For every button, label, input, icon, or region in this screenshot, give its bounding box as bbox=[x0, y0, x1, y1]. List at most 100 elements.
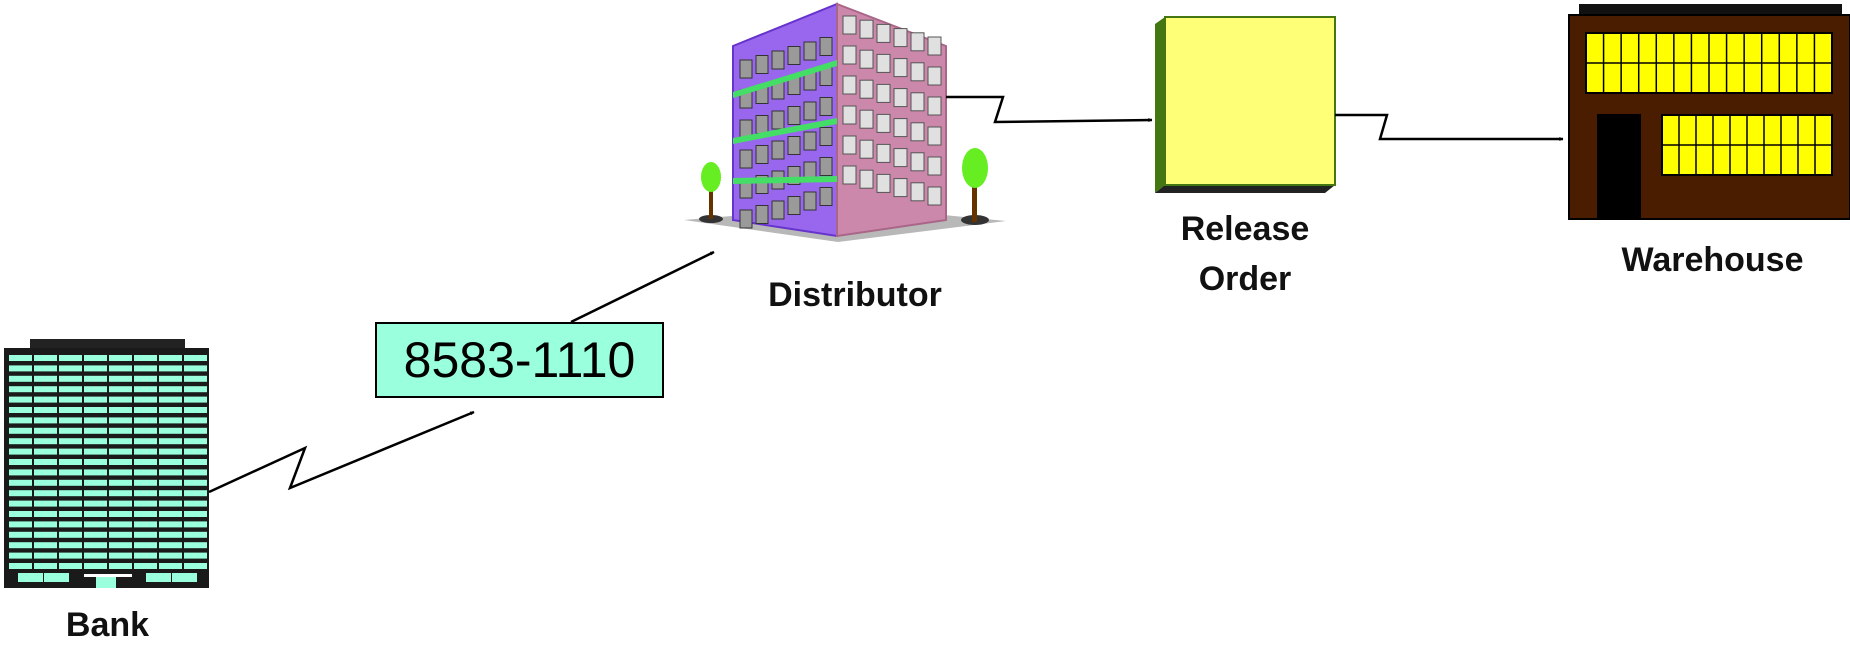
window bbox=[159, 479, 182, 486]
window bbox=[59, 375, 82, 382]
window bbox=[134, 511, 157, 517]
window bbox=[927, 186, 942, 206]
window bbox=[739, 209, 753, 229]
window bbox=[184, 375, 207, 382]
window bbox=[159, 531, 182, 538]
window bbox=[9, 407, 32, 413]
window bbox=[819, 157, 833, 176]
window bbox=[9, 396, 32, 403]
window bbox=[34, 500, 57, 507]
window bbox=[59, 563, 82, 569]
window bbox=[159, 448, 182, 455]
window bbox=[842, 105, 857, 125]
window bbox=[34, 355, 57, 361]
window bbox=[184, 469, 207, 476]
window bbox=[34, 542, 57, 549]
window bbox=[59, 438, 82, 445]
window bbox=[755, 205, 769, 224]
window bbox=[109, 386, 132, 393]
window bbox=[84, 355, 107, 361]
window bbox=[9, 365, 32, 372]
window bbox=[134, 396, 157, 403]
window bbox=[34, 531, 57, 538]
window bbox=[134, 407, 157, 413]
window bbox=[9, 448, 32, 455]
window bbox=[755, 145, 769, 164]
window bbox=[109, 417, 132, 424]
distributor-label: Distributor bbox=[768, 276, 942, 314]
window bbox=[34, 459, 57, 465]
window bbox=[9, 542, 32, 549]
window bbox=[159, 355, 182, 361]
window bbox=[819, 187, 833, 206]
code-box: 8583-1110 bbox=[375, 322, 664, 398]
window bbox=[927, 156, 942, 176]
window bbox=[184, 417, 207, 424]
window bbox=[159, 407, 182, 413]
window bbox=[159, 438, 182, 445]
window bbox=[9, 479, 32, 486]
window bbox=[59, 365, 82, 372]
window bbox=[910, 182, 925, 202]
window bbox=[59, 355, 82, 361]
window bbox=[184, 386, 207, 393]
code-box-text: 8583-1110 bbox=[403, 332, 636, 388]
window bbox=[927, 66, 942, 86]
window bbox=[34, 479, 57, 486]
window bbox=[159, 386, 182, 393]
window bbox=[910, 92, 925, 112]
window bbox=[59, 531, 82, 538]
window bbox=[109, 479, 132, 486]
window bbox=[59, 448, 82, 455]
window bbox=[84, 552, 107, 559]
window bbox=[803, 131, 817, 151]
window bbox=[859, 19, 874, 39]
window bbox=[893, 88, 908, 108]
window bbox=[739, 59, 753, 79]
window bbox=[159, 511, 182, 517]
release-order-icon bbox=[1155, 16, 1336, 193]
window bbox=[34, 386, 57, 393]
window bbox=[842, 165, 857, 185]
window bbox=[59, 521, 82, 528]
window bbox=[842, 135, 857, 155]
window bbox=[134, 490, 157, 497]
window bbox=[755, 115, 769, 134]
window bbox=[84, 479, 107, 486]
window bbox=[159, 521, 182, 528]
window bbox=[34, 375, 57, 382]
window bbox=[803, 191, 817, 211]
window bbox=[84, 490, 107, 497]
window bbox=[159, 469, 182, 476]
window bbox=[787, 136, 801, 155]
window bbox=[9, 500, 32, 507]
window bbox=[34, 417, 57, 424]
window bbox=[109, 438, 132, 445]
connector-bank-to-code bbox=[208, 410, 475, 494]
window bbox=[34, 552, 57, 559]
window bbox=[109, 355, 132, 361]
window bbox=[84, 448, 107, 455]
window bbox=[59, 552, 82, 559]
window bbox=[9, 417, 32, 424]
window bbox=[59, 500, 82, 507]
window bbox=[184, 407, 207, 413]
window bbox=[84, 511, 107, 517]
window bbox=[159, 459, 182, 465]
window bbox=[59, 407, 82, 413]
window bbox=[34, 521, 57, 528]
window bbox=[859, 79, 874, 99]
window bbox=[184, 438, 207, 445]
window bbox=[34, 563, 57, 569]
window bbox=[159, 563, 182, 569]
window bbox=[910, 32, 925, 52]
window bbox=[34, 407, 57, 413]
window bbox=[109, 490, 132, 497]
window bbox=[9, 531, 32, 538]
window bbox=[59, 479, 82, 486]
window bbox=[84, 386, 107, 393]
window bbox=[84, 500, 107, 507]
window bbox=[84, 563, 107, 569]
window bbox=[771, 140, 785, 160]
window bbox=[910, 152, 925, 172]
